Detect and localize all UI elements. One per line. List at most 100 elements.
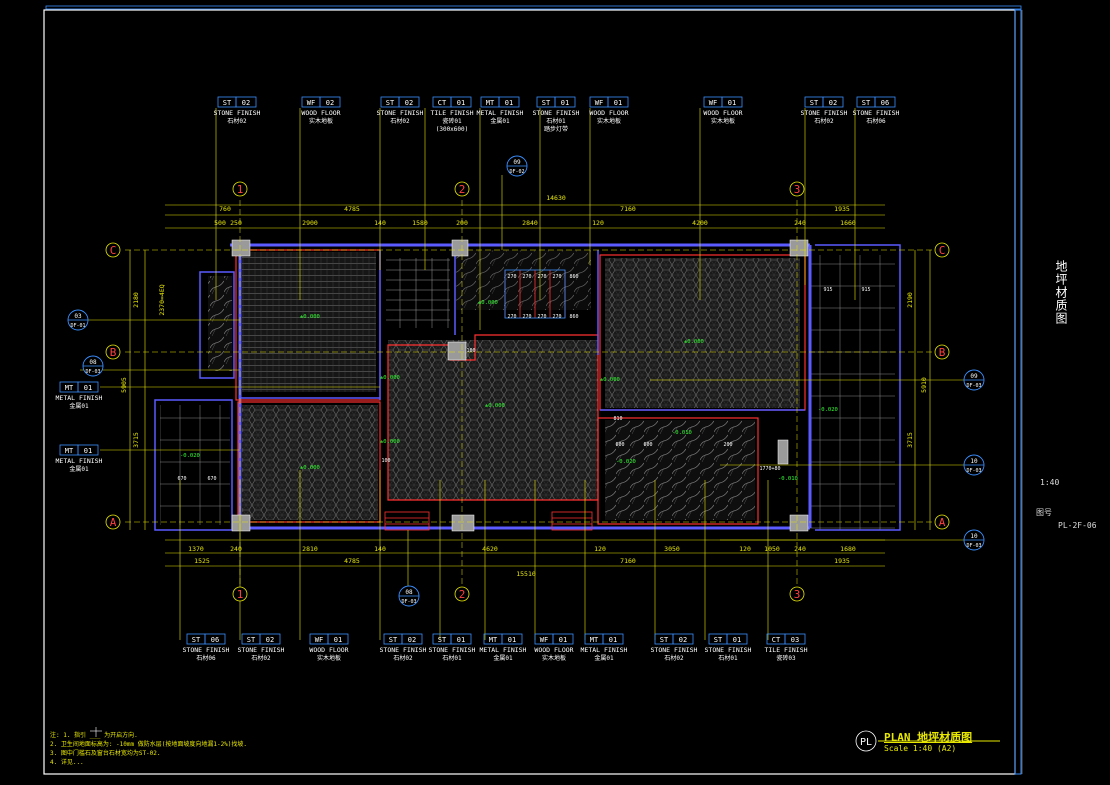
dim-bot-4: 140 [374, 545, 386, 553]
misc-dim-4: 670 [207, 476, 216, 482]
top-tag-num: 01 [561, 99, 569, 107]
note-1: 注: 1. 指引 ___ 为开启方向. [50, 732, 138, 739]
grid-row-a-left: A [110, 516, 117, 529]
bottom-tag-num: 01 [559, 636, 567, 644]
grid-col-3-top: 3 [794, 183, 801, 196]
callout-num: 09 [970, 373, 978, 380]
top-tag-num: 02 [242, 99, 250, 107]
left-tag-code: MT [65, 447, 74, 455]
bottom-tag-title: STONE FINISH [651, 646, 698, 654]
bottom-tag-sub: 瓷砖03 [776, 654, 796, 662]
callout-num: 10 [970, 458, 978, 465]
bottom-tag-code: CT [772, 636, 781, 644]
top-tag-sub2: 踏步灯带 [544, 125, 568, 133]
sheet-scale: 1:40 [1040, 478, 1060, 487]
dim-bot-11: 1680 [840, 545, 856, 553]
level-3: ±0.000 [684, 339, 704, 345]
left-tag-title: METAL FINISH [56, 457, 103, 465]
bottom-tag-code: WF [540, 636, 548, 644]
top-tag-code: WF [709, 99, 717, 107]
grid-row-c-left: C [110, 244, 117, 257]
drawing-number-caption: 图号 [1036, 508, 1052, 517]
stair-dim-2: 270 [522, 274, 531, 280]
top-tag-title: STONE FINISH [801, 109, 848, 117]
dim-bot-15: 1935 [834, 557, 850, 565]
stair-dim-3: 270 [537, 274, 546, 280]
bottom-tag-sub: 金属01 [493, 654, 513, 662]
dim-top-11: 2840 [522, 219, 538, 227]
bottom-tag-num: 06 [211, 636, 219, 644]
dim-right-2: 5910 [920, 377, 928, 393]
top-tag-title: STONE FINISH [853, 109, 900, 117]
dim-top-5: 500 [214, 219, 226, 227]
bottom-tag-title: TILE FINISH [764, 646, 807, 654]
dim-bot-12: 1525 [194, 557, 210, 565]
top-tag-sub: 石材02 [227, 117, 247, 125]
bottom-tag-title: STONE FINISH [238, 646, 285, 654]
callout-num: 09 [513, 159, 521, 166]
bottom-tag-title: METAL FINISH [480, 646, 527, 654]
misc-dim-10: 200 [723, 442, 732, 448]
stair-dim-4: 270 [552, 274, 561, 280]
bottom-tag-title: STONE FINISH [429, 646, 476, 654]
dim-bot-1: 1370 [188, 545, 204, 553]
top-tag-num: 02 [326, 99, 334, 107]
stair-dim-8: 270 [537, 314, 546, 320]
bottom-tag-num: 02 [266, 636, 274, 644]
dim-top-14: 240 [794, 219, 806, 227]
top-tag-sub: 石材02 [390, 117, 410, 125]
drawing-number: PL-2F-06 [1058, 521, 1097, 530]
top-tag-num: 02 [405, 99, 413, 107]
left-tag-code: MT [65, 384, 74, 392]
bottom-tag-title: WOOD FLOOR [534, 646, 573, 654]
top-tag-title: WOOD FLOOR [301, 109, 340, 117]
top-tag-sub2: (300x600) [436, 126, 469, 133]
grid-col-1-bottom: 1 [237, 588, 244, 601]
stair-dim-10: 860 [569, 314, 578, 320]
bottom-tag-num: 01 [733, 636, 741, 644]
misc-dim-6: 100 [381, 458, 390, 464]
level-10: -0.020 [180, 453, 200, 459]
dim-bot-13: 4785 [344, 557, 360, 565]
callout-ref: DF-03 [966, 383, 981, 389]
level-6: ±0.000 [600, 377, 620, 383]
dim-left-1: 2180 [132, 292, 140, 308]
bottom-tag-sub: 金属01 [594, 654, 614, 662]
callout-ref: DF-03 [966, 468, 981, 474]
top-tag-code: ST [386, 99, 395, 107]
dim-left-4: 3715 [132, 432, 140, 448]
left-tag-title: METAL FINISH [56, 394, 103, 402]
stair-dim-1: 270 [507, 274, 516, 280]
bottom-tag-sub: 石材02 [393, 654, 413, 662]
dim-top-8: 140 [374, 219, 386, 227]
misc-dim-11: 810 [613, 416, 622, 422]
dim-overall-top: 14630 [546, 194, 566, 202]
dim-left-2: 2370=4EQ [158, 284, 166, 315]
top-tag-sub: 石材02 [814, 117, 834, 125]
top-tag-sub: 石材01 [546, 117, 566, 125]
left-tag-num: 01 [84, 447, 92, 455]
misc-dim-3: 670 [177, 476, 186, 482]
bottom-tag-code: ST [714, 636, 723, 644]
dim-top-3: 7160 [620, 205, 636, 213]
callout-ref: DF-03 [85, 369, 100, 375]
top-tag-title: STONE FINISH [533, 109, 580, 117]
plan-tag: PL [860, 737, 872, 748]
top-tag-sub: 实木地板 [597, 117, 621, 125]
bottom-tag-num: 03 [791, 636, 799, 644]
bottom-tag-num: 01 [609, 636, 617, 644]
stair-dim-9: 270 [552, 314, 561, 320]
top-tag-sub: 瓷砖01 [442, 117, 462, 125]
top-tag-title: METAL FINISH [477, 109, 524, 117]
bottom-tag-title: METAL FINISH [581, 646, 628, 654]
bottom-tag-code: WF [315, 636, 323, 644]
bottom-tag-title: STONE FINISH [705, 646, 752, 654]
grid-col-1-top: 1 [237, 183, 244, 196]
